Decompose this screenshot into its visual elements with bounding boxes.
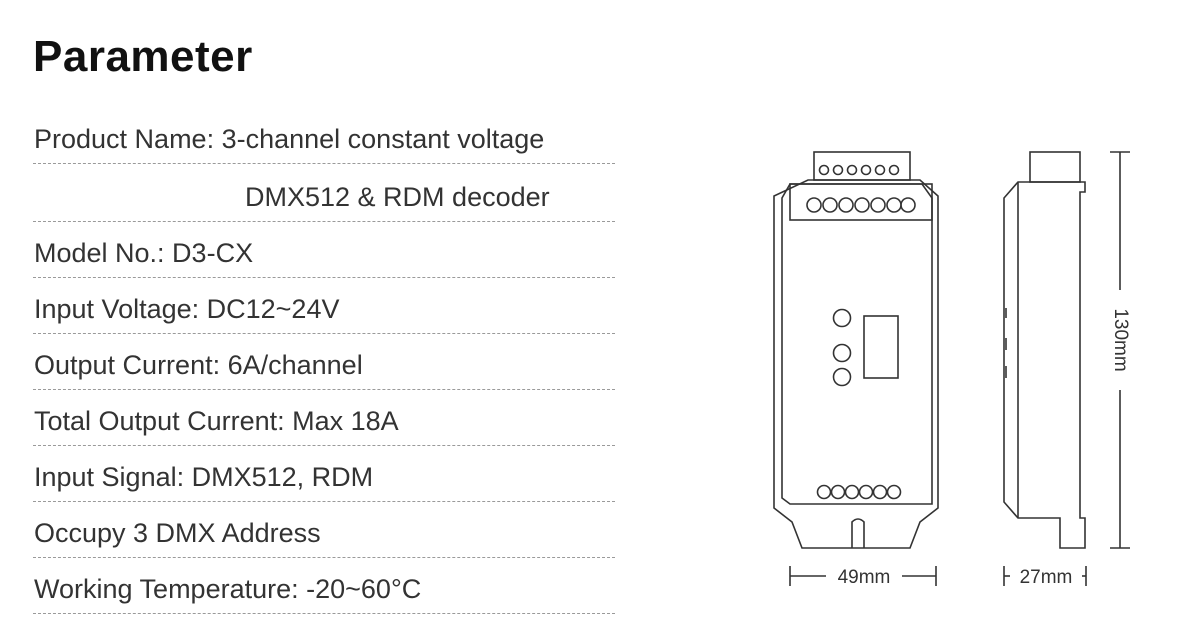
param-row-total-output-current: Total Output Current: Max 18A [33, 390, 615, 446]
top-terminal-screws [818, 164, 900, 176]
front-top-band [789, 183, 933, 221]
height-dimension-label: 130mm [1110, 308, 1131, 371]
param-text: Input Signal: DMX512, RDM [34, 462, 374, 492]
param-text: DMX512 & RDM decoder [245, 182, 550, 212]
display-window [863, 315, 899, 379]
param-text: Product Name: 3-channel constant voltage [34, 124, 545, 154]
param-row-product-name-cont: DMX512 & RDM decoder [33, 164, 615, 222]
parameter-list: Product Name: 3-channel constant voltage… [33, 108, 615, 614]
side-connector [1029, 151, 1081, 183]
width-dimension-label: 49mm [838, 567, 891, 588]
depth-dimension-label: 27mm [1020, 567, 1073, 588]
top-connector-circles [806, 197, 916, 213]
bottom-connector-circles [816, 484, 902, 500]
param-row-dmx-address: Occupy 3 DMX Address [33, 502, 615, 558]
param-text: Model No.: D3-CX [34, 238, 254, 268]
param-row-product-name: Product Name: 3-channel constant voltage [33, 108, 615, 164]
front-inner-panel [781, 183, 933, 505]
param-text: Working Temperature: -20~60°C [34, 574, 422, 604]
button-circles [832, 308, 852, 387]
mounting-notch [851, 518, 865, 548]
page-title: Parameter [33, 32, 253, 81]
param-text: Input Voltage: DC12~24V [34, 294, 340, 324]
dimension-drawing: 49mm 27mm 130mm [773, 151, 1131, 588]
param-row-working-temperature: Working Temperature: -20~60°C [33, 558, 615, 614]
param-row-input-signal: Input Signal: DMX512, RDM [33, 446, 615, 502]
param-text: Total Output Current: Max 18A [34, 406, 399, 436]
side-body-outline [1003, 181, 1086, 549]
param-row-model-no: Model No.: D3-CX [33, 222, 615, 278]
front-body-outline [773, 179, 939, 549]
param-row-output-current: Output Current: 6A/channel [33, 334, 615, 390]
param-row-input-voltage: Input Voltage: DC12~24V [33, 278, 615, 334]
param-text: Output Current: 6A/channel [34, 350, 363, 380]
height-dimension-line [1110, 151, 1130, 549]
width-dimension-line [789, 566, 937, 586]
param-text: Occupy 3 DMX Address [34, 518, 321, 548]
depth-dimension-line [1003, 566, 1087, 586]
